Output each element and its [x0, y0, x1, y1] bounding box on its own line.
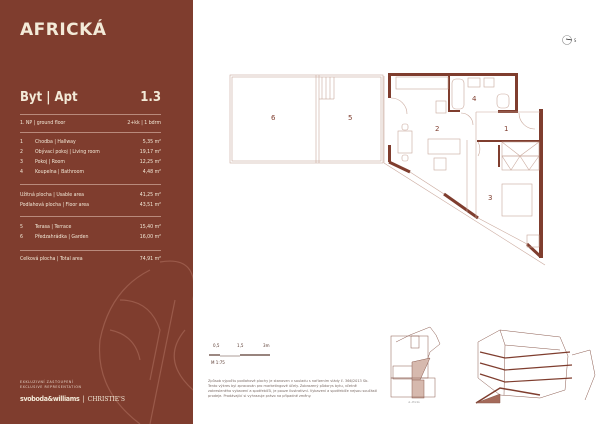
room-name: Pokoj | Room: [35, 159, 65, 165]
usable-area-label: Užitná plocha | Usable area: [20, 192, 85, 198]
floor-area-label: Podlahová plocha | Floor area: [20, 202, 90, 208]
decorative-logo-outline: [98, 260, 193, 424]
outdoor-areas: [229, 74, 384, 164]
room-number: 4: [20, 169, 23, 175]
divider: [20, 250, 161, 251]
area-row: 5 Terasa | Terrace 15,40 m²: [20, 224, 161, 231]
scale-bar: [209, 354, 270, 357]
layout: 2+kk | 1 bdrm: [127, 120, 161, 126]
room-name: Obývací pokoj | Living room: [35, 149, 100, 155]
logo-separator: |: [82, 395, 85, 403]
compass-icon: [562, 35, 573, 45]
room-name: Předzahrádka | Garden: [35, 234, 89, 240]
partner-logos: svoboda&williams | CHRISTIE'S: [20, 395, 125, 403]
room-number: 3: [20, 159, 23, 165]
room-area: 4,48 m²: [142, 169, 161, 175]
area-row: 6 Předzahrádka | Garden 16,00 m²: [20, 234, 161, 241]
area-row: 4 Koupelna | Bathroom 4,48 m²: [20, 169, 161, 176]
svoboda-williams-logo: svoboda&williams: [20, 395, 80, 403]
room-number: 2: [20, 149, 23, 155]
scale-tick: 3m: [263, 344, 270, 349]
floor: 1. NP | ground floor: [20, 120, 66, 126]
diagonal-wall: [388, 160, 543, 259]
room-label-5: 5: [348, 114, 352, 122]
total-area-label: Celková plocha | Total area: [20, 256, 83, 262]
walls: [388, 73, 543, 258]
floor-row: 1. NP | ground floor 2+kk | 1 bdrm: [20, 120, 161, 127]
divider: [20, 216, 161, 217]
room-label-4: 4: [472, 95, 477, 103]
total-area-row: Celková plocha | Total area 74,91 m²: [20, 256, 161, 263]
site-plan: [390, 326, 441, 399]
project-title: AFRICKÁ: [20, 20, 107, 40]
compass-label: S: [574, 38, 577, 43]
floor-area-row: Podlahová plocha | Floor area 43,51 m²: [20, 202, 161, 209]
usable-area-row: Užitná plocha | Usable area 41,25 m²: [20, 192, 161, 199]
site-plan-caption: ul. Africká: [408, 400, 420, 404]
area-row: 2 Obývací pokoj | Living room 19,17 m²: [20, 149, 161, 156]
room-number: 6: [20, 234, 23, 240]
divider: [20, 132, 161, 133]
scale-ratio: M 1:75: [211, 361, 225, 366]
scale-tick: 1,5: [237, 344, 244, 349]
room-area: 16,00 m²: [139, 234, 161, 240]
plan-details: [383, 76, 546, 266]
christies-logo: CHRISTIE'S: [87, 395, 125, 403]
room-number: 1: [20, 139, 23, 145]
apartment-label: Byt | Apt: [20, 90, 78, 105]
room-number: 5: [20, 224, 23, 230]
info-panel: AFRICKÁ Byt | Apt 1.3 1. NP | ground flo…: [0, 0, 193, 424]
representation-text: EXKLUZIVNÍ ZASTOUPENÍ EXCLUSIVE REPRESEN…: [20, 380, 81, 390]
representation-cz: EXKLUZIVNÍ ZASTOUPENÍ: [20, 380, 74, 384]
area-row: 3 Pokoj | Room 12,25 m²: [20, 159, 161, 166]
room-name: Koupelna | Bathroom: [35, 169, 85, 175]
floor-area-value: 43,51 m²: [139, 202, 161, 208]
total-area-value: 74,91 m²: [139, 256, 161, 262]
room-label-6: 6: [271, 114, 276, 122]
scale-tick: 0,5: [213, 344, 220, 349]
divider: [20, 184, 161, 185]
disclaimer: Způsob výpočtu podlahové plochy je stano…: [208, 378, 377, 398]
room-area: 12,25 m²: [139, 159, 161, 165]
room-area: 19,17 m²: [139, 149, 161, 155]
divider: [20, 114, 161, 115]
room-name: Terasa | Terrace: [35, 224, 72, 230]
representation-en: EXCLUSIVE REPRESENTATION: [20, 385, 82, 389]
apartment-number: 1.3: [140, 90, 161, 105]
room-name: Chodba | Hallway: [35, 139, 76, 145]
usable-area-value: 41,25 m²: [139, 192, 161, 198]
room-area: 15,40 m²: [139, 224, 161, 230]
room-label-3: 3: [488, 194, 492, 202]
building-render: [475, 329, 596, 404]
room-label-2: 2: [435, 125, 439, 133]
room-label-1: 1: [504, 125, 508, 133]
room-area: 5,35 m²: [142, 139, 161, 145]
area-row: 1 Chodba | Hallway 5,35 m²: [20, 139, 161, 146]
